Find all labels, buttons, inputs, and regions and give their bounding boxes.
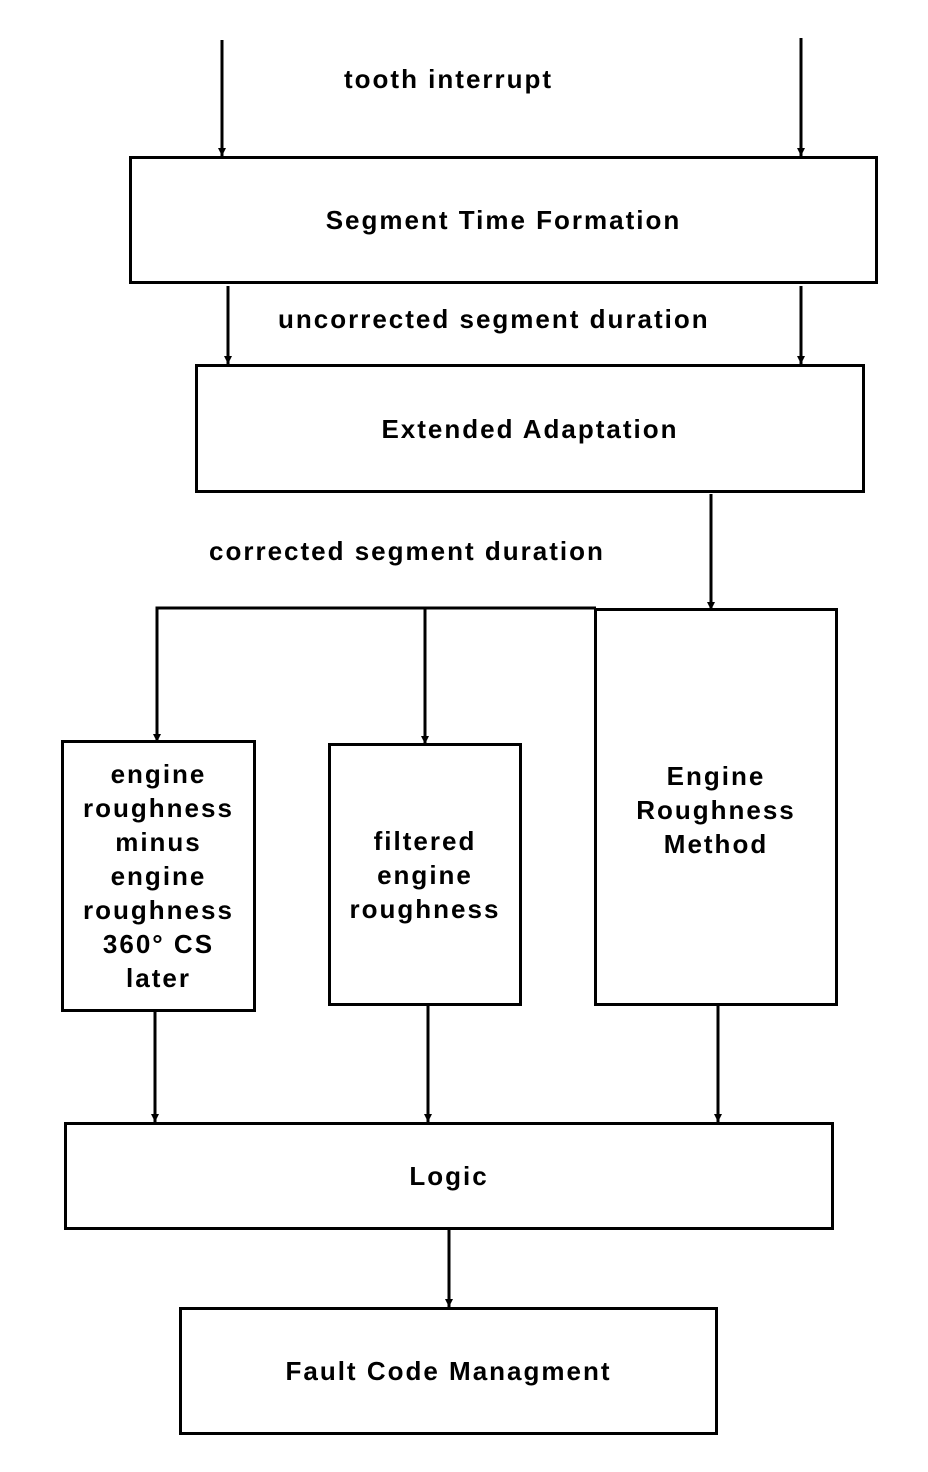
filtered-roughness-label: filtered engine roughness <box>349 825 501 924</box>
corrected-bus <box>153 606 596 742</box>
fault-code-management-block: Fault Code Managment <box>179 1307 718 1435</box>
engine-roughness-method-block: Engine Roughness Method <box>594 608 838 1006</box>
extended-adaptation-block: Extended Adaptation <box>195 364 865 493</box>
fault-code-management-label: Fault Code Managment <box>285 1356 612 1386</box>
extended-adaptation-label: Extended Adaptation <box>381 413 679 444</box>
roughness-minus-block: engine roughness minus engine roughness … <box>61 740 256 1012</box>
uncorrected-duration-label: uncorrected segment duration <box>278 304 710 334</box>
tooth-interrupt-label: tooth interrupt <box>344 64 554 94</box>
corrected-duration-label: corrected segment duration <box>209 536 605 566</box>
roughness-minus-label: engine roughness minus engine roughness … <box>83 759 234 993</box>
logic-label: Logic <box>409 1161 489 1191</box>
filtered-roughness-block: filtered engine roughness <box>328 743 522 1006</box>
segment-time-formation-label: Segment Time Formation <box>325 205 682 235</box>
engine-roughness-method-label: Engine Roughness Method <box>636 761 796 859</box>
segment-time-formation-block: Segment Time Formation <box>129 156 878 284</box>
logic-block: Logic <box>64 1122 834 1230</box>
